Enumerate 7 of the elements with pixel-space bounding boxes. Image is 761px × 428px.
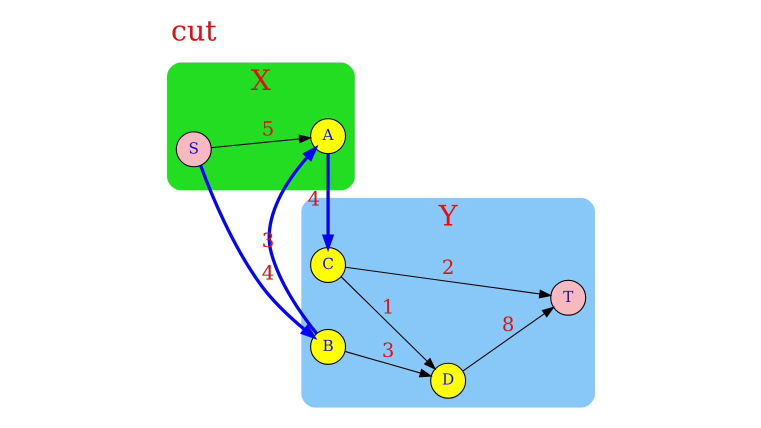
- edge-label: 4: [261, 261, 274, 284]
- label: cut: [170, 14, 216, 47]
- edge-label: 5: [261, 117, 274, 140]
- edge-label: 2: [441, 256, 454, 279]
- edge-label: 1: [381, 294, 394, 318]
- edge-label: 3: [381, 338, 394, 362]
- edge-label: 8: [501, 312, 514, 336]
